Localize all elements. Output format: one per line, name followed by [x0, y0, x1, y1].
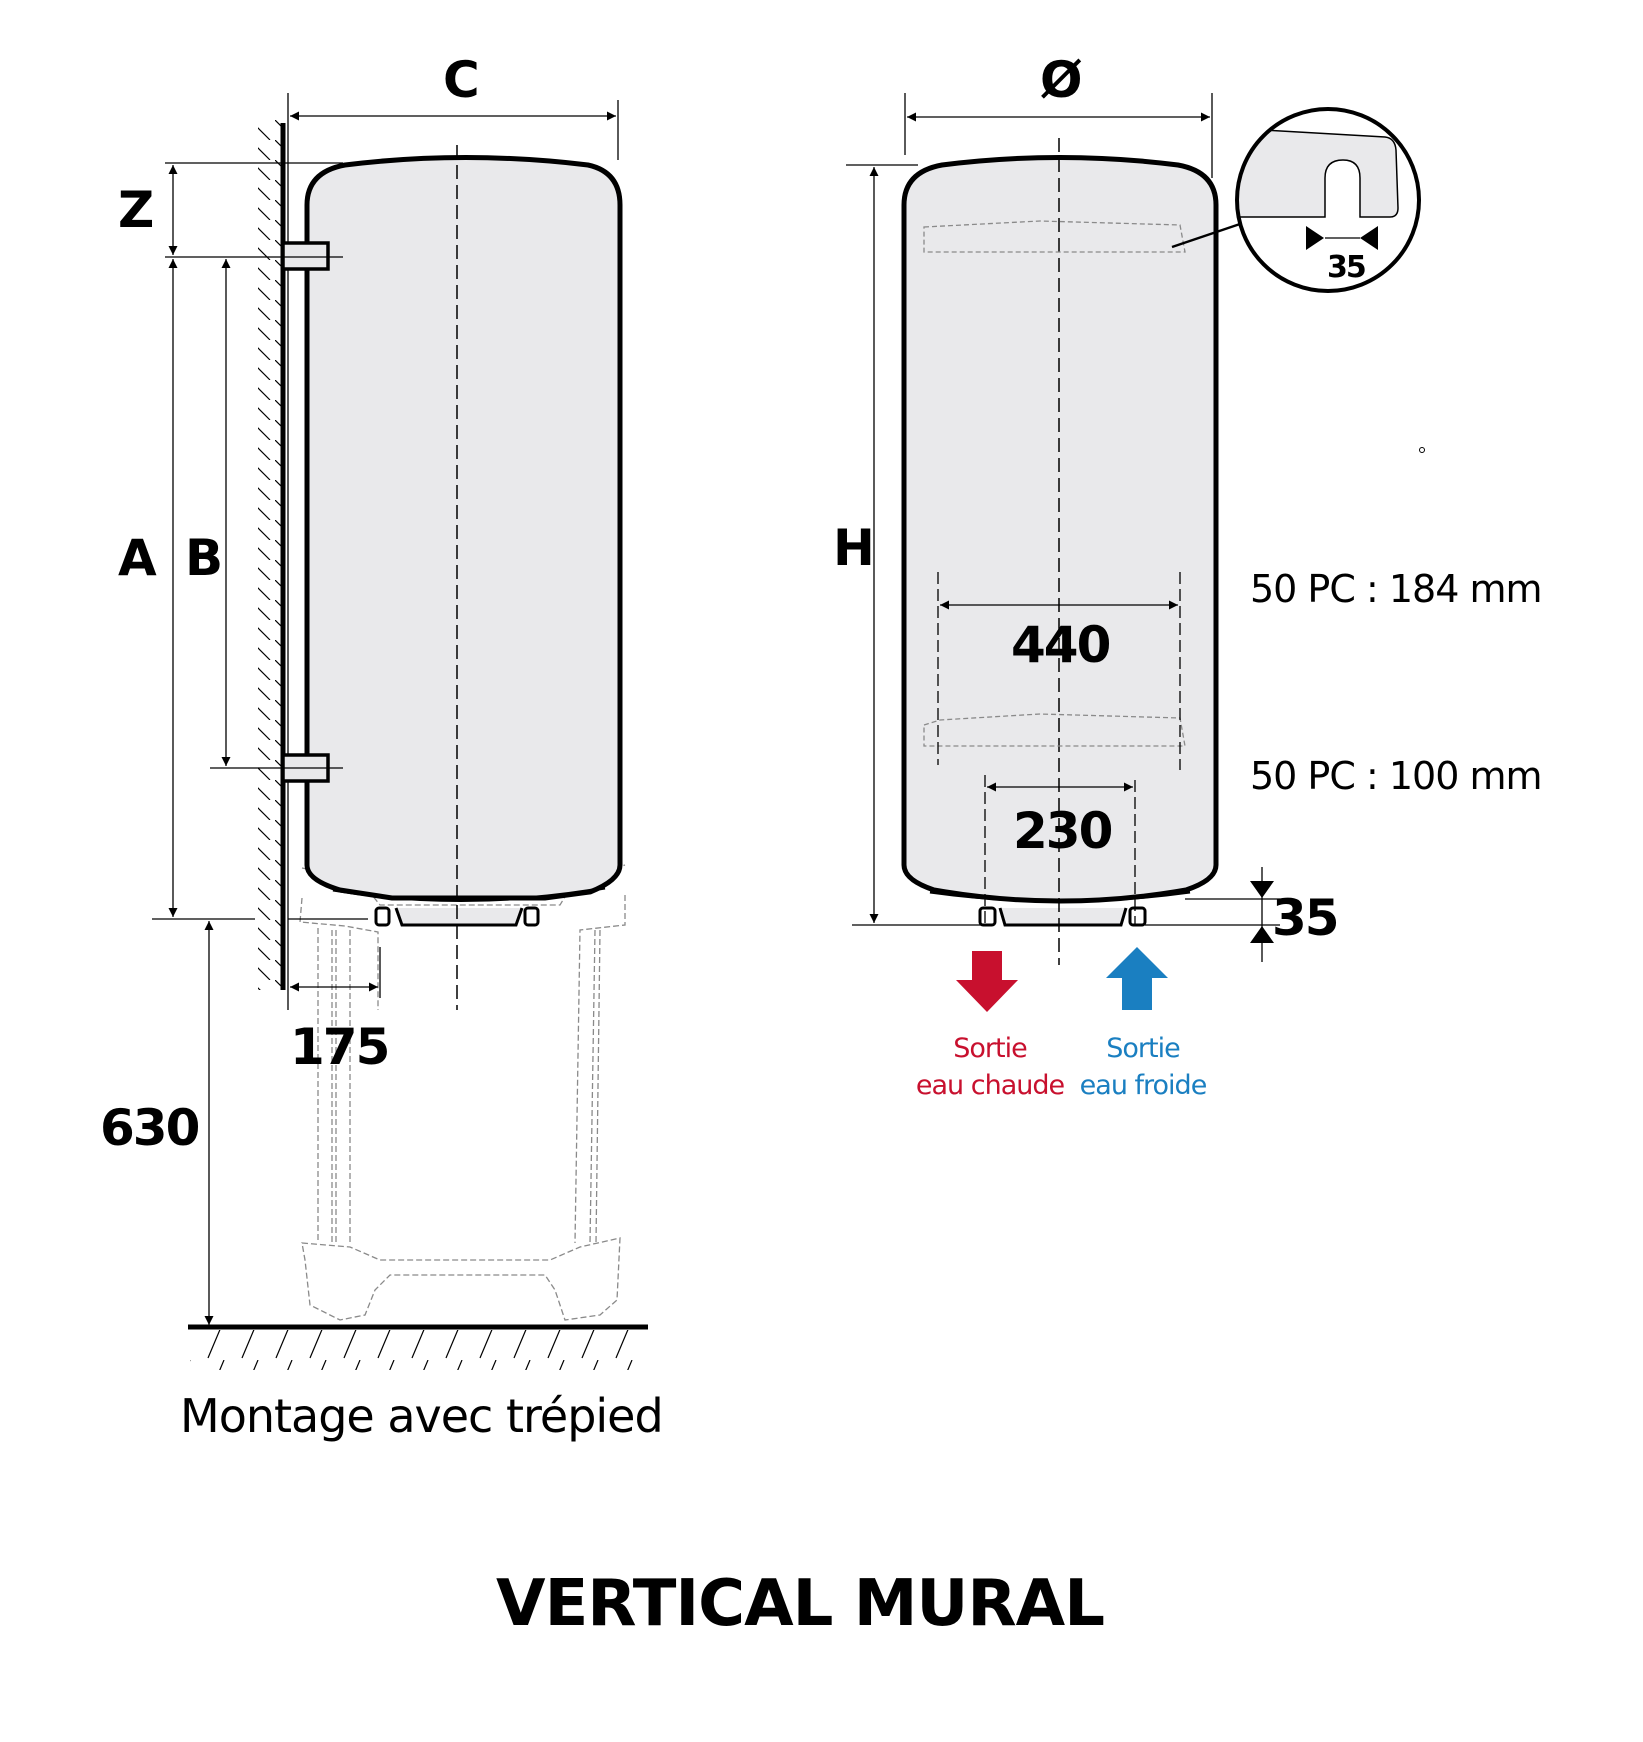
note-184: 50 PC : 184 mm	[1250, 567, 1542, 611]
cold-outlet-label: Sortie eau froide	[1068, 1030, 1218, 1104]
hot-outlet-label: Sortie eau chaude	[915, 1030, 1065, 1104]
caption-tripod: Montage avec trépied	[180, 1389, 664, 1443]
slot-detail	[1235, 107, 1421, 293]
wall-hatching	[258, 120, 282, 990]
left-view	[152, 93, 648, 1370]
tank-body-left	[304, 155, 623, 901]
tank-body-right	[901, 155, 1219, 904]
label-35-protrusion: 35	[1272, 889, 1340, 947]
label-175: 175	[290, 1018, 390, 1076]
label-c: C	[443, 51, 480, 109]
label-diameter: Ø	[1040, 51, 1082, 109]
cold-outlet-arrow-icon	[1106, 947, 1168, 1010]
right-view	[846, 93, 1425, 1012]
note-100: 50 PC : 100 mm	[1250, 754, 1542, 798]
page-title: VERTICAL MURAL	[496, 1567, 1105, 1641]
label-b: B	[185, 529, 223, 587]
hot-outlet-arrow-icon	[956, 951, 1018, 1012]
hot-outlet-line2: eau chaude	[915, 1070, 1065, 1101]
tripod-ghost	[299, 864, 626, 1321]
label-630: 630	[100, 1099, 200, 1157]
cold-outlet-line2: eau froide	[1079, 1070, 1208, 1101]
label-a: A	[118, 529, 157, 587]
floor-hatching	[190, 1330, 645, 1370]
stray-dot	[1419, 447, 1425, 453]
label-440: 440	[1011, 616, 1111, 674]
label-z: Z	[118, 181, 154, 239]
bracket-ghosts	[923, 220, 1186, 747]
label-230: 230	[1013, 802, 1113, 860]
hot-outlet-line1: Sortie	[953, 1033, 1027, 1064]
label-35-slot: 35	[1327, 250, 1367, 285]
bracket-top	[281, 241, 330, 271]
label-h: H	[833, 519, 875, 577]
cold-outlet-line1: Sortie	[1106, 1033, 1180, 1064]
